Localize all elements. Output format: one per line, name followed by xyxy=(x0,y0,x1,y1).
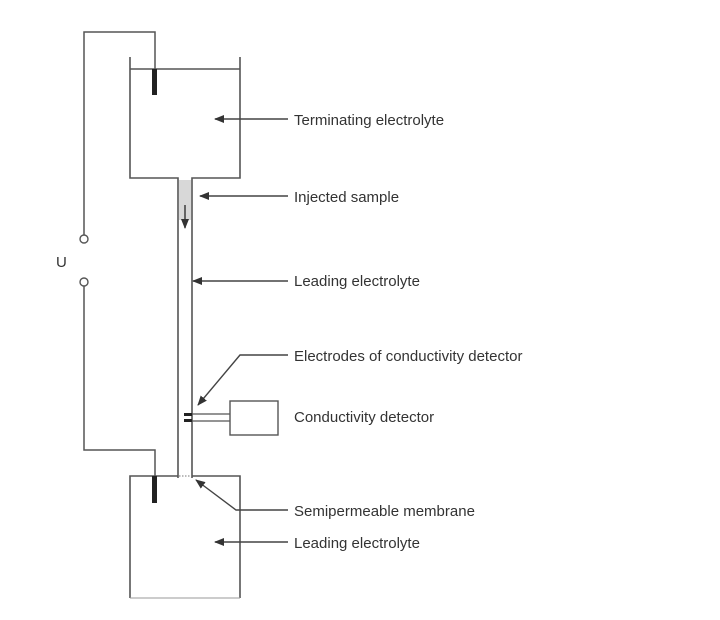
top-reservoir xyxy=(129,57,241,478)
injected-sample-zone xyxy=(179,180,191,220)
top-wire xyxy=(83,31,156,235)
top-reservoir-left-wall xyxy=(129,57,179,478)
bottom-wire xyxy=(83,286,156,478)
label-conductivity-detector: Conductivity detector xyxy=(294,409,434,426)
leader-electrodes xyxy=(197,354,288,406)
detector-electrode-lower xyxy=(184,419,192,422)
label-terminating-electrolyte: Terminating electrolyte xyxy=(294,112,444,129)
label-electrodes: Electrodes of conductivity detector xyxy=(294,348,522,365)
top-electrode xyxy=(152,69,157,95)
terminal-top xyxy=(79,234,89,244)
bottom-reservoir xyxy=(129,475,241,599)
label-membrane: Semipermeable membrane xyxy=(294,503,475,520)
label-leading-electrolyte-capillary: Leading electrolyte xyxy=(294,273,420,290)
leader-membrane xyxy=(195,479,288,511)
label-leading-electrolyte-reservoir: Leading electrolyte xyxy=(294,535,420,552)
voltage-label: U xyxy=(56,254,67,271)
conductivity-detector-box xyxy=(229,400,279,436)
detector-electrode-upper xyxy=(184,413,192,416)
label-injected-sample: Injected sample xyxy=(294,189,399,206)
bottom-reservoir-left-wall xyxy=(129,475,178,598)
top-reservoir-right-wall xyxy=(191,57,241,478)
terminal-bottom xyxy=(79,277,89,287)
bottom-electrode xyxy=(152,476,157,503)
bottom-reservoir-right-wall xyxy=(192,475,241,598)
